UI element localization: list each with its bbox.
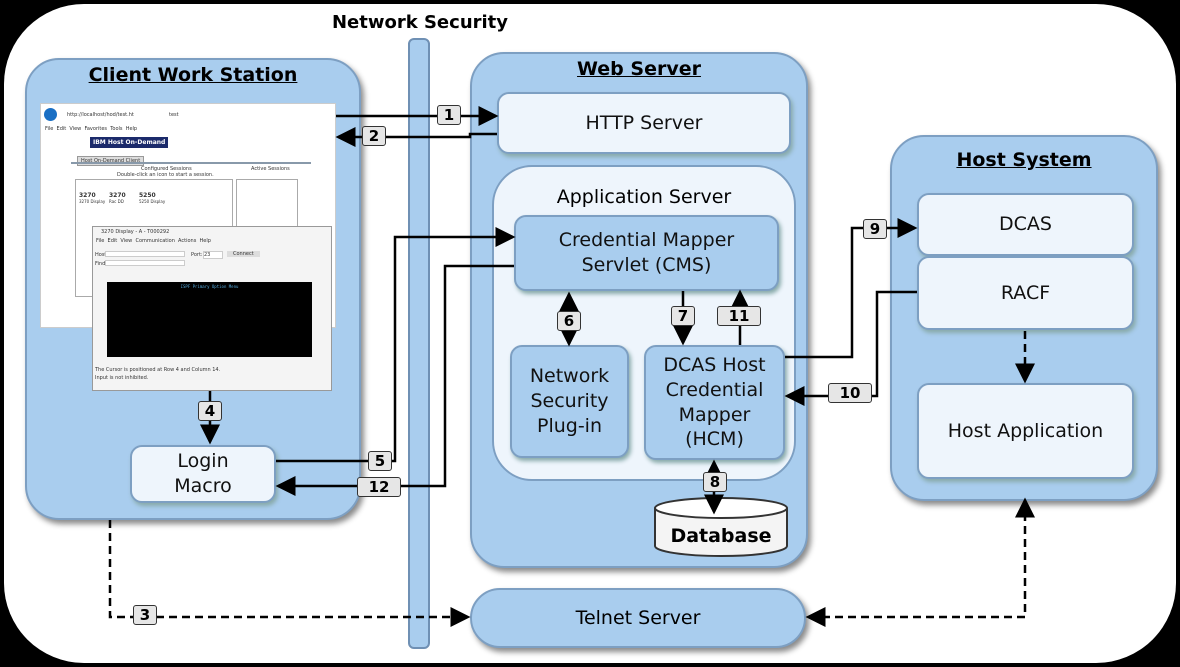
application-server-title: Application Server: [556, 186, 732, 208]
network-security-plugin: Network Security Plug-in: [510, 345, 629, 458]
client-title: Client Work Station: [88, 64, 298, 86]
browser-url: http://localhost/hod/test.ht: [67, 112, 134, 118]
http-server: HTTP Server: [497, 92, 791, 154]
step-2: 2: [362, 126, 386, 146]
dcas: DCAS: [917, 193, 1134, 256]
login-macro: Login Macro: [130, 445, 276, 503]
step-7: 7: [671, 306, 695, 326]
step-5: 5: [368, 451, 392, 471]
terminal-title: 3270 Display - A - T000292: [101, 229, 170, 235]
port-input[interactable]: 23: [203, 251, 223, 259]
host-label: Host:: [95, 252, 109, 258]
status-line-1: The Cursor is positioned at Row 4 and Co…: [95, 367, 221, 373]
step-11: 11: [717, 306, 761, 326]
status-line-2: Input is not inhibited.: [95, 375, 149, 381]
dcas-host-credential-mapper: DCAS Host Credential Mapper (HCM): [644, 345, 785, 460]
web-server-title: Web Server: [577, 58, 701, 80]
step-9: 9: [863, 219, 887, 239]
step-12: 12: [357, 477, 401, 497]
find-label: Find:: [95, 261, 107, 267]
hod-banner: IBM Host On-Demand: [90, 137, 169, 148]
step-4: 4: [198, 401, 222, 421]
arrow-5: [276, 227, 516, 463]
arrow-2: [335, 127, 497, 147]
step-8: 8: [703, 472, 727, 492]
arrow-telnet-host: [805, 497, 1035, 627]
telnet-server-label: Telnet Server: [575, 607, 701, 629]
host-system-title: Host System: [956, 149, 1092, 171]
active-sessions: Active Sessions: [251, 166, 290, 172]
hod-screenshot: http://localhost/hod/test.ht test File E…: [40, 103, 336, 391]
host-application: Host Application: [917, 383, 1134, 479]
terminal-menu: File Edit View Communication Actions Hel…: [96, 238, 211, 244]
credential-mapper-servlet: Credential Mapper Servlet (CMS): [514, 215, 779, 291]
host-input[interactable]: [105, 251, 185, 257]
arrow-3: [108, 520, 471, 627]
telnet-server: Telnet Server: [470, 588, 806, 648]
configured-sessions: Configured Sessions: [141, 166, 192, 172]
step-6: 6: [557, 311, 581, 331]
terminal-window: 3270 Display - A - T000292 File Edit Vie…: [92, 226, 332, 391]
connect-button[interactable]: Connect: [227, 251, 260, 257]
racf: RACF: [917, 256, 1134, 330]
browser-menu: File Edit View Favorites Tools Help: [45, 126, 138, 132]
network-security-title: Network Security: [331, 12, 509, 33]
terminal-screen: ISPF Primary Option Menu: [107, 282, 312, 357]
step-3: 3: [133, 605, 157, 625]
database-label: Database: [670, 525, 772, 547]
find-input[interactable]: [105, 260, 185, 266]
session-hint: Double-click an icon to start a session.: [117, 172, 214, 178]
step-10: 10: [828, 383, 872, 403]
browser-tab: test: [169, 112, 179, 118]
port-label: Port:: [191, 252, 203, 258]
network-security-bar: [408, 38, 430, 649]
hod-tab: Host On-Demand Client: [77, 156, 145, 166]
step-1: 1: [437, 105, 461, 125]
